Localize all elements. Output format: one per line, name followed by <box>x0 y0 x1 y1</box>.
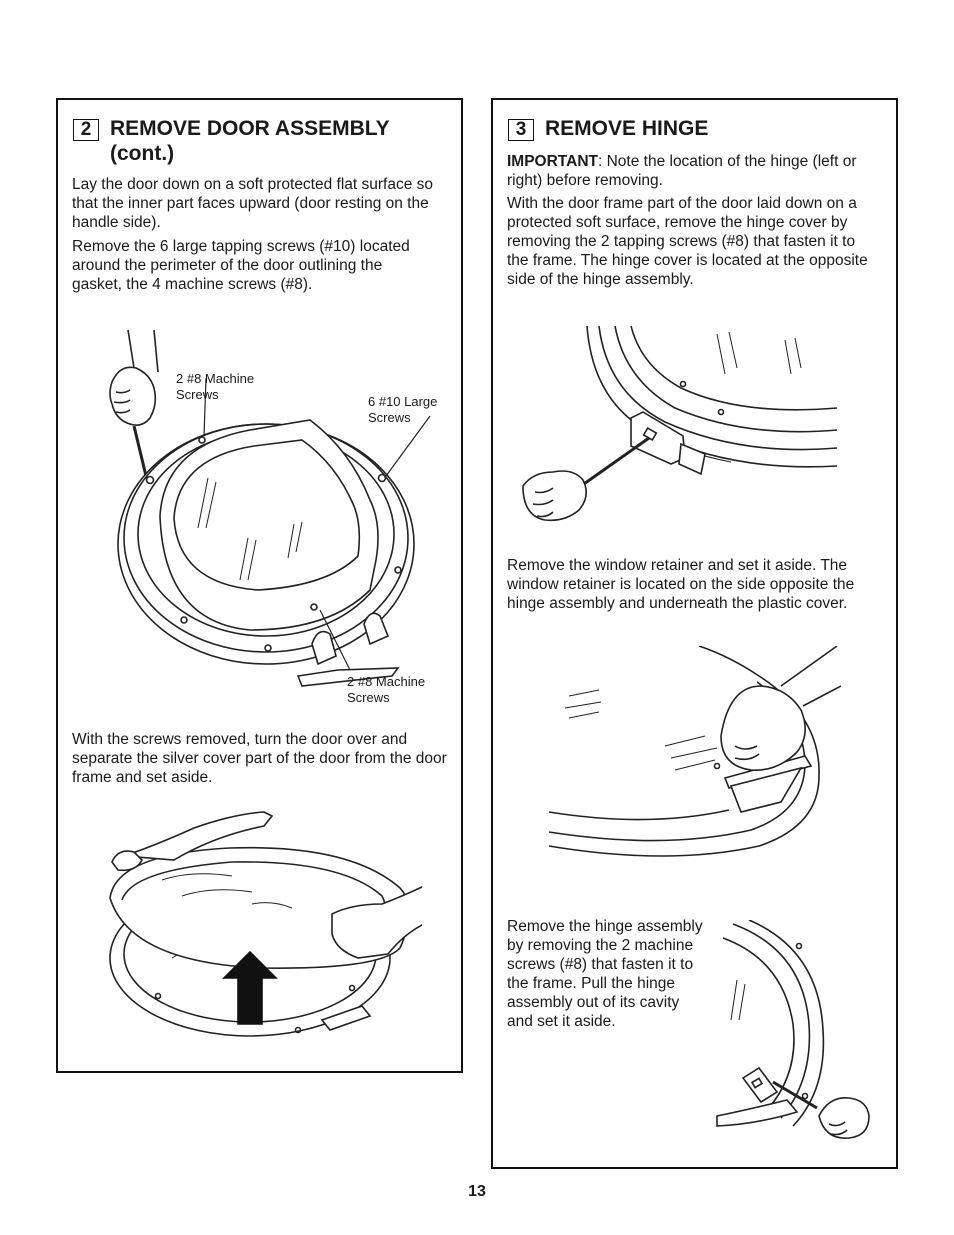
step-2-title: REMOVE DOOR ASSEMBLY (cont.) <box>110 116 390 166</box>
page-number: 13 <box>468 1183 486 1200</box>
hinge-cover-illustration <box>522 326 837 522</box>
step-2-heading: 2 REMOVE DOOR ASSEMBLY (cont.) <box>73 116 390 166</box>
step-3-paragraph-1: With the door frame part of the door lai… <box>507 195 868 288</box>
step-3-title: REMOVE HINGE <box>545 117 709 140</box>
callout-large-screws: 6 #10 Large Screws <box>368 394 438 425</box>
window-retainer-illustration <box>548 646 841 857</box>
step-3-heading: 3 REMOVE HINGE <box>508 116 708 141</box>
step-3-paragraph-3: Remove the hinge assembly by removing th… <box>507 918 703 1030</box>
step-3-panel: 3 REMOVE HINGE IMPORTANT: Note the locat… <box>491 98 898 1169</box>
callout-machine-screws-top: 2 #8 Machine Screws <box>176 371 255 402</box>
step-3-number: 3 <box>508 119 534 141</box>
step-3-paragraph-2: Remove the window retainer and set it as… <box>507 557 855 612</box>
important-text: : Note the location of the hinge (left o… <box>507 153 857 189</box>
step-2-panel: 2 REMOVE DOOR ASSEMBLY (cont.) Lay the d… <box>56 98 463 1073</box>
callout-machine-screws-bottom: 2 #8 Machine Screws <box>347 674 426 705</box>
step-2-title-line2: (cont.) <box>110 142 175 165</box>
step-3-important-note: IMPORTANT: Note the location of the hing… <box>507 152 877 190</box>
step-2-paragraph-1: Lay the door down on a soft protected fl… <box>72 176 434 231</box>
hinge-assembly-illustration <box>716 920 870 1139</box>
important-label: IMPORTANT <box>507 153 598 170</box>
step-2-number: 2 <box>73 119 99 141</box>
step-2-title-line1: REMOVE DOOR ASSEMBLY <box>110 117 390 140</box>
step-2-paragraph-3: With the screws removed, turn the door o… <box>72 731 447 786</box>
step-2-paragraph-2: Remove the 6 large tapping screws (#10) … <box>72 238 410 293</box>
door-inner-screws-illustration <box>109 329 431 687</box>
lift-cover-illustration <box>109 811 422 1037</box>
